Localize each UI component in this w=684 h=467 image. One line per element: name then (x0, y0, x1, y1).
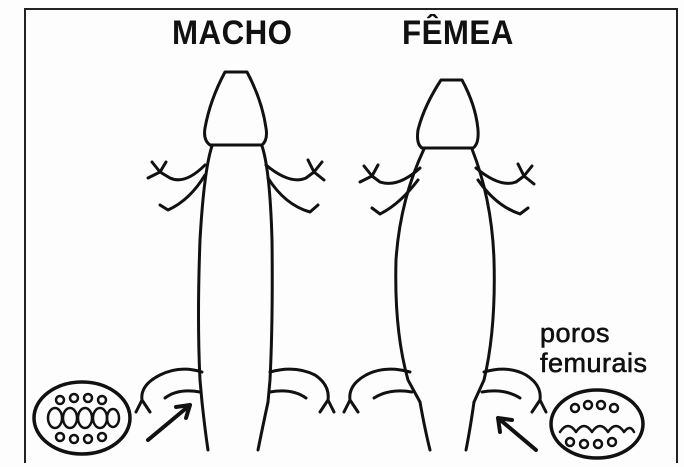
male-head (205, 72, 267, 145)
female-hind-left-leg (344, 369, 412, 412)
male-front-right-leg (266, 160, 324, 212)
male-arrow (148, 405, 190, 440)
female-head (418, 80, 479, 148)
female-body (396, 149, 495, 402)
female-front-left-leg (360, 165, 420, 214)
female-lizard (344, 80, 546, 450)
female-pores-inset (551, 390, 643, 458)
female-front-right-leg (476, 164, 534, 214)
male-front-left-leg (148, 162, 205, 210)
female-hind-right-leg (482, 369, 546, 412)
male-hind-right-leg (270, 369, 334, 412)
male-pores-inset (34, 382, 130, 454)
male-tail (202, 402, 268, 450)
male-lizard (136, 72, 334, 450)
female-tail (420, 402, 474, 450)
male-hind-left-leg (136, 369, 202, 412)
male-body (199, 146, 273, 402)
female-arrow (498, 418, 536, 450)
